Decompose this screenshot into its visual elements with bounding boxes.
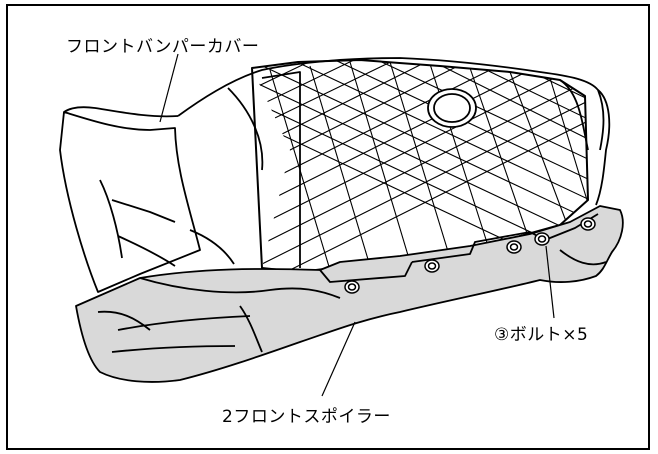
bolts <box>344 217 596 294</box>
leader-bumper-cover <box>159 53 179 123</box>
leader-spoiler <box>321 321 356 397</box>
emblem <box>427 88 477 128</box>
bolt <box>506 240 522 254</box>
bolt <box>424 259 440 273</box>
leader-bolts <box>545 245 555 319</box>
bolt <box>580 217 596 231</box>
label-front-spoiler: 2フロントスポイラー <box>222 407 391 427</box>
leader-lines <box>159 53 555 397</box>
label-bolts: ③ボルト×5 <box>494 325 589 345</box>
bolt <box>534 232 550 246</box>
label-front-bumper-cover: フロントバンパーカバー <box>66 37 260 57</box>
bolt <box>344 280 360 294</box>
grille-mesh <box>252 60 588 272</box>
front-spoiler <box>75 205 624 383</box>
